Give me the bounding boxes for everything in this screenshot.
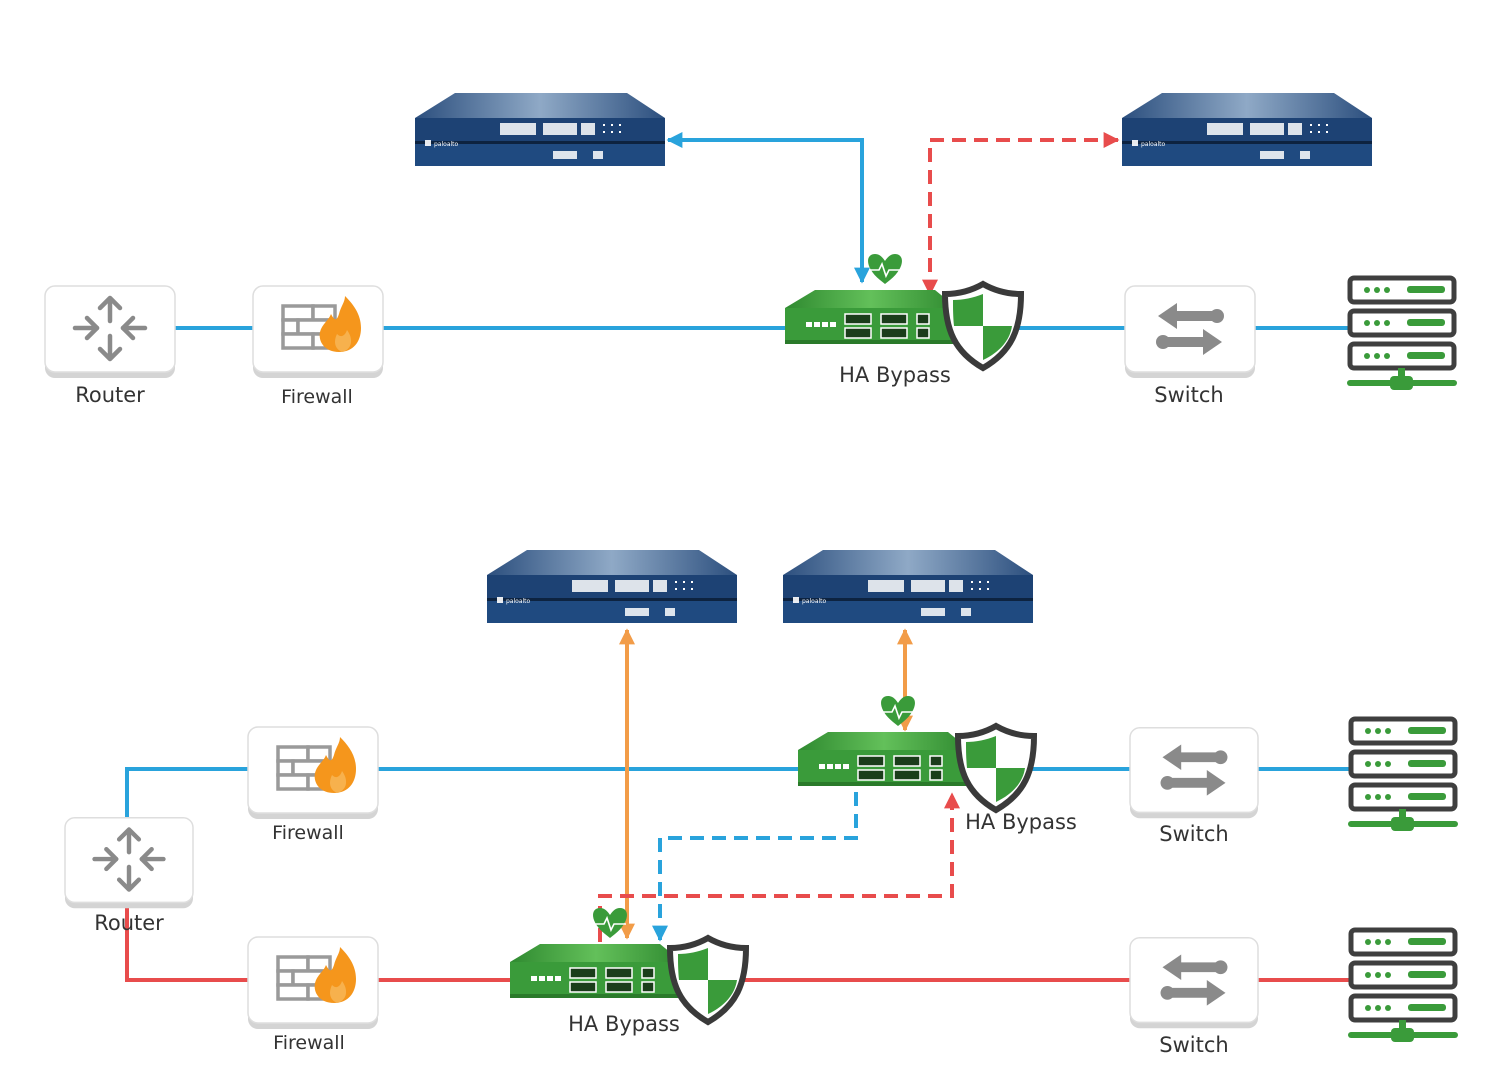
bottom-appliance-right	[783, 550, 1033, 623]
top-bypass-device	[785, 254, 1021, 368]
bottom-firewall-icon-2	[248, 937, 378, 1029]
top-standby-link	[922, 132, 1120, 296]
bottom-firewall-icon-1	[248, 727, 378, 819]
top-switch-icon	[1125, 286, 1255, 378]
top-appliance-right	[1122, 93, 1372, 166]
bottom-bypass-label-1: HA Bypass	[965, 810, 1077, 834]
bottom-bypass-device-1	[798, 696, 1034, 810]
top-switch-label: Switch	[1154, 383, 1223, 407]
bottom-switch-label-1: Switch	[1159, 822, 1228, 846]
top-active-link	[666, 132, 870, 284]
bottom-firewall-label-2: Firewall	[273, 1032, 345, 1054]
bottom-firewall-label-1: Firewall	[272, 822, 344, 844]
bottom-blue-dashed-link	[652, 792, 858, 942]
top-router-icon	[45, 286, 175, 378]
top-appliance-left	[415, 93, 665, 166]
bottom-switch-icon-2	[1130, 938, 1258, 1029]
bottom-server-icon-1	[1348, 719, 1458, 831]
bottom-switch-label-2: Switch	[1159, 1033, 1228, 1057]
top-server-icon	[1347, 278, 1457, 390]
bottom-bypass-label-2: HA Bypass	[568, 1012, 680, 1036]
bottom-red-dashed-link	[598, 792, 960, 942]
bottom-red-link	[125, 905, 1350, 982]
top-firewall-label: Firewall	[281, 386, 353, 408]
bottom-router-icon	[65, 818, 193, 909]
bottom-router-label: Router	[94, 911, 164, 935]
bottom-diagram: Router Firewall Firewall HA Bypass HA By…	[65, 550, 1458, 1057]
bottom-switch-icon-1	[1130, 728, 1258, 819]
top-firewall-icon	[253, 286, 383, 378]
top-diagram: Router Firewall HA Bypass Switch	[45, 93, 1457, 408]
bottom-appliance-left	[487, 550, 737, 623]
top-bypass-label: HA Bypass	[839, 363, 951, 387]
top-router-label: Router	[75, 383, 145, 407]
bottom-server-icon-2	[1348, 930, 1458, 1042]
